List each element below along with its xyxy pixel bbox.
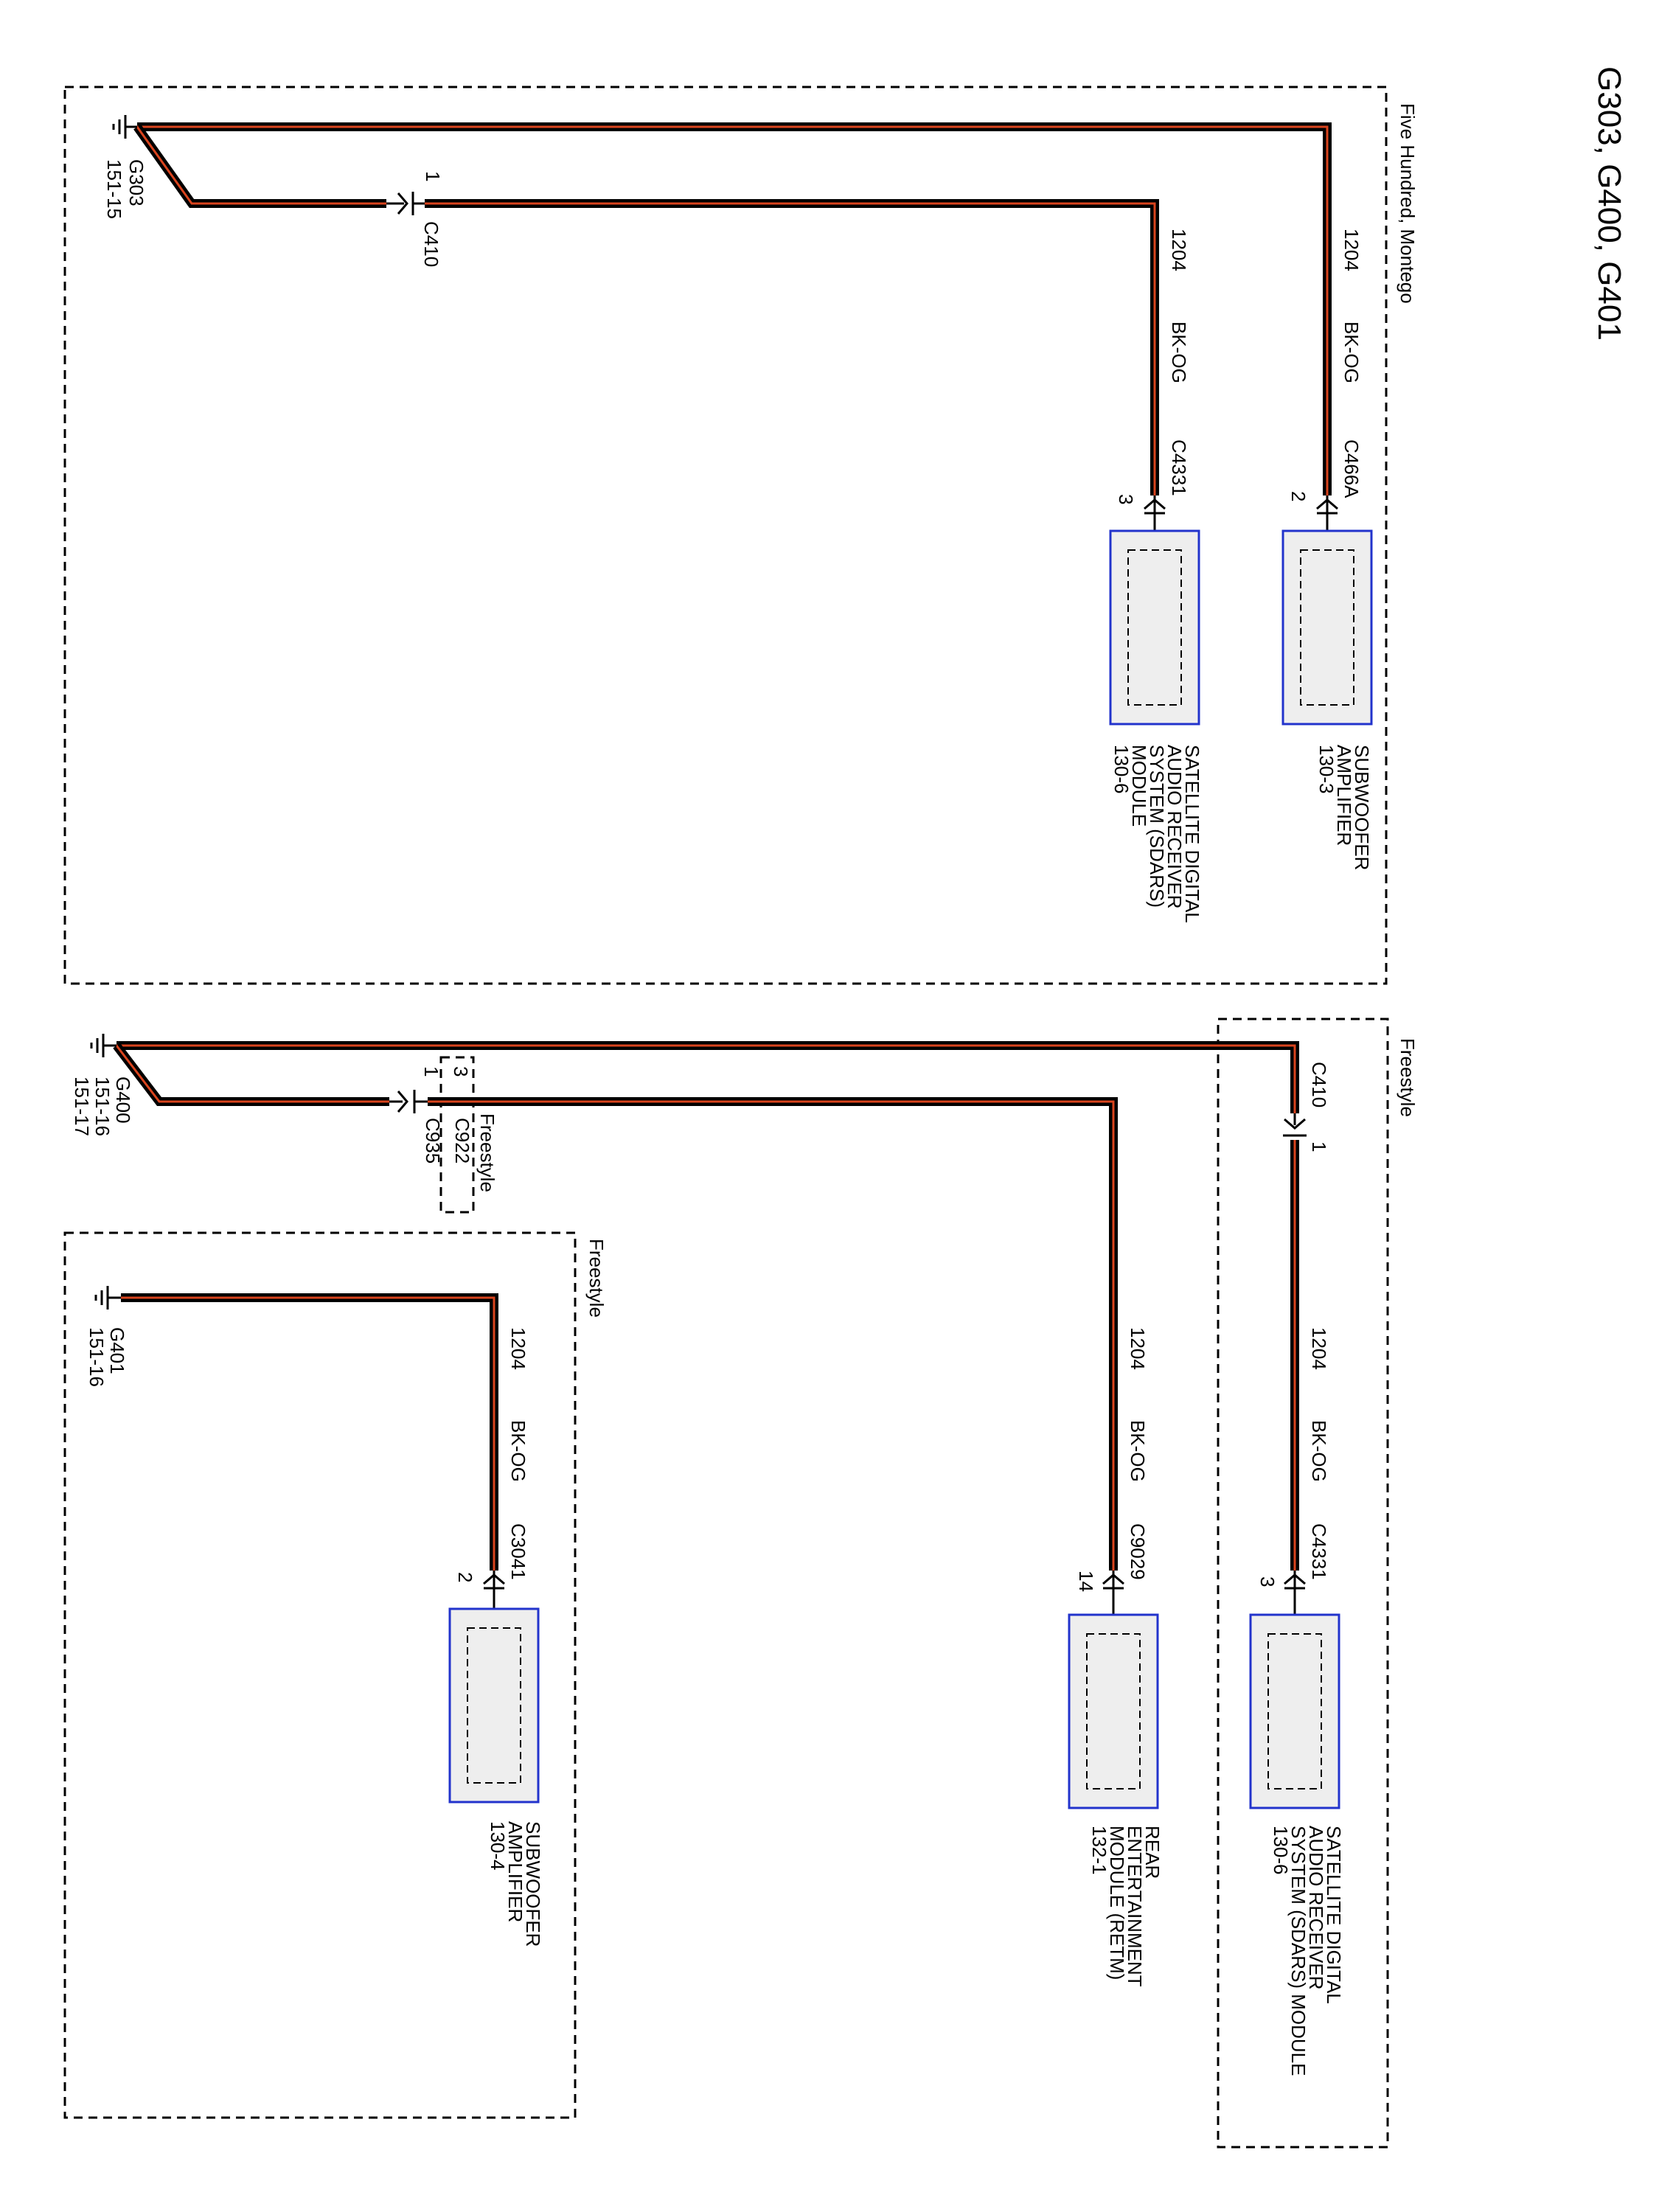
ground-g303-ref: 151-15 [103, 159, 125, 219]
module-sub-bot-line: SUBWOOFER [522, 1821, 544, 1947]
region-label-sdars: Freestyle [1397, 1038, 1419, 1117]
wire-retm-circuit: 1204 [1127, 1327, 1149, 1370]
wire-g400-c935 [113, 1043, 389, 1106]
ground-g400-icon [90, 1034, 116, 1057]
module-sdars-bot-line: 130-6 [1270, 1826, 1292, 1875]
connector-c410-right-pin: 1 [1308, 1141, 1330, 1152]
module-sub-bot-connector: C3041 [507, 1523, 529, 1580]
frame-five-hundred-montego [63, 86, 1388, 985]
region-frames [63, 86, 1389, 2149]
wire-c935-retm [428, 1097, 1118, 1571]
wire-sub-bot-circuit: 1204 [507, 1327, 529, 1370]
module-subwoofer-top[interactable] [1281, 529, 1373, 726]
module-retm-label: REAR ENTERTAINMENT MODULE (RETM) 132-1 [1088, 1826, 1164, 1987]
wire-g303-subwoofer [137, 122, 1332, 495]
ground-g401-ref: 151-16 [86, 1327, 108, 1387]
module-sdars-top-line: 130-6 [1110, 745, 1133, 794]
connector-c410-right-name: C410 [1308, 1062, 1330, 1107]
module-sub-bot-line: 130-4 [487, 1821, 509, 1871]
connector-c935-pin: 1 [420, 1066, 442, 1077]
module-sdars-top-line: SYSTEM (SDARS) [1146, 745, 1168, 908]
module-sub-top-line: 130-3 [1315, 745, 1338, 794]
module-retm-pin: 14 [1075, 1571, 1097, 1592]
wire-sdars-bot-circuit: 1204 [1308, 1327, 1330, 1370]
module-subwoofer-bottom[interactable] [448, 1607, 540, 1804]
wire-retm-color: BK-OG [1127, 1420, 1149, 1482]
ground-g401-icon [94, 1286, 121, 1310]
module-retm-line: 132-1 [1088, 1826, 1110, 1875]
wire-g401-subwoofer [121, 1293, 498, 1571]
ground-g303-name: G303 [125, 159, 147, 206]
region-label-c922: Freestyle [476, 1113, 498, 1192]
connector-c922-pin: 3 [450, 1066, 472, 1077]
frame-freestyle-subwoofer [63, 1231, 577, 2119]
module-sdars-top-connector: C4331 [1168, 439, 1190, 496]
module-sdars-top-line: SATELLITE DIGITAL [1181, 745, 1203, 923]
ground-g400-name: G400 [112, 1077, 134, 1124]
wire-c410-sdars [425, 199, 1159, 495]
module-sdars-bot-line: SATELLITE DIGITAL [1323, 1826, 1345, 2004]
module-sub-top-label: SUBWOOFER AMPLIFIER 130-3 [1315, 745, 1373, 870]
module-retm-line: REAR [1141, 1826, 1164, 1879]
module-retm-line: ENTERTAINMENT [1124, 1826, 1146, 1987]
wire-sdars-top-color: BK-OG [1168, 321, 1190, 383]
module-sdars-top-line: AUDIO RECEIVER [1164, 745, 1186, 909]
module-sub-bot-line: AMPLIFIER [504, 1821, 526, 1922]
module-sub-top-connector: C466A [1340, 439, 1363, 498]
module-sub-bot-label: SUBWOOFER AMPLIFIER 130-4 [487, 1821, 544, 1947]
module-sub-top-line: AMPLIFIER [1333, 745, 1355, 846]
wire-sub-bot-color: BK-OG [507, 1420, 529, 1482]
module-sdars-top-line: MODULE [1128, 745, 1150, 827]
connector-c410-right-icon [1283, 1113, 1307, 1137]
wires [113, 122, 1332, 1571]
module-sub-top-line: SUBWOOFER [1351, 745, 1373, 870]
ground-g303-icon [112, 115, 137, 139]
region-label-bottom: Freestyle [585, 1239, 608, 1318]
wire-sub-top-circuit: 1204 [1340, 229, 1363, 271]
wire-sub-top-color: BK-OG [1340, 321, 1363, 383]
frame-freestyle-c922 [439, 1056, 475, 1214]
page-title: G303, G400, G401 [1591, 66, 1627, 341]
module-retm-line: MODULE (RETM) [1106, 1826, 1128, 1980]
wire-sdars-top-circuit: 1204 [1168, 229, 1190, 271]
connector-c410-top-pin: 1 [422, 171, 444, 181]
module-sdars-bot-line: AUDIO RECEIVER [1305, 1826, 1327, 1990]
module-sdars-top-pin: 3 [1115, 494, 1137, 504]
wire-g400-c410 [116, 1041, 1299, 1113]
connector-c922-name: C922 [451, 1118, 473, 1164]
wire-g303-c410 [133, 124, 386, 208]
module-retm[interactable] [1068, 1613, 1159, 1809]
wire-sdars-bot-color: BK-OG [1308, 1420, 1330, 1482]
module-sdars-bot-connector: C4331 [1308, 1523, 1330, 1580]
connector-c935-icon [389, 1090, 428, 1113]
connector-c935-name: C935 [422, 1118, 444, 1164]
module-sub-bot-pin: 2 [454, 1572, 476, 1582]
ground-g400-ref2: 151-17 [71, 1077, 93, 1136]
module-connector-stubs [483, 495, 1338, 1630]
region-label-top: Five Hundred, Montego [1397, 103, 1419, 304]
module-sdars-bot-label: SATELLITE DIGITAL AUDIO RECEIVER SYSTEM … [1270, 1826, 1345, 2076]
module-sdars-bottom[interactable] [1249, 1613, 1340, 1809]
ground-g400-ref1: 151-16 [91, 1077, 114, 1136]
module-sdars-bot-pin: 3 [1256, 1576, 1279, 1587]
module-sdars-top[interactable] [1109, 529, 1200, 726]
module-sub-top-pin: 2 [1287, 491, 1310, 501]
connector-c410-top-name: C410 [420, 221, 442, 267]
connector-c410-top-icon [386, 192, 425, 215]
module-sdars-top-label: SATELLITE DIGITAL AUDIO RECEIVER SYSTEM … [1110, 745, 1203, 923]
module-retm-connector: C9029 [1127, 1523, 1149, 1580]
module-sdars-bot-line: SYSTEM (SDARS) MODULE [1287, 1826, 1310, 2076]
ground-g401-name: G401 [106, 1327, 128, 1374]
